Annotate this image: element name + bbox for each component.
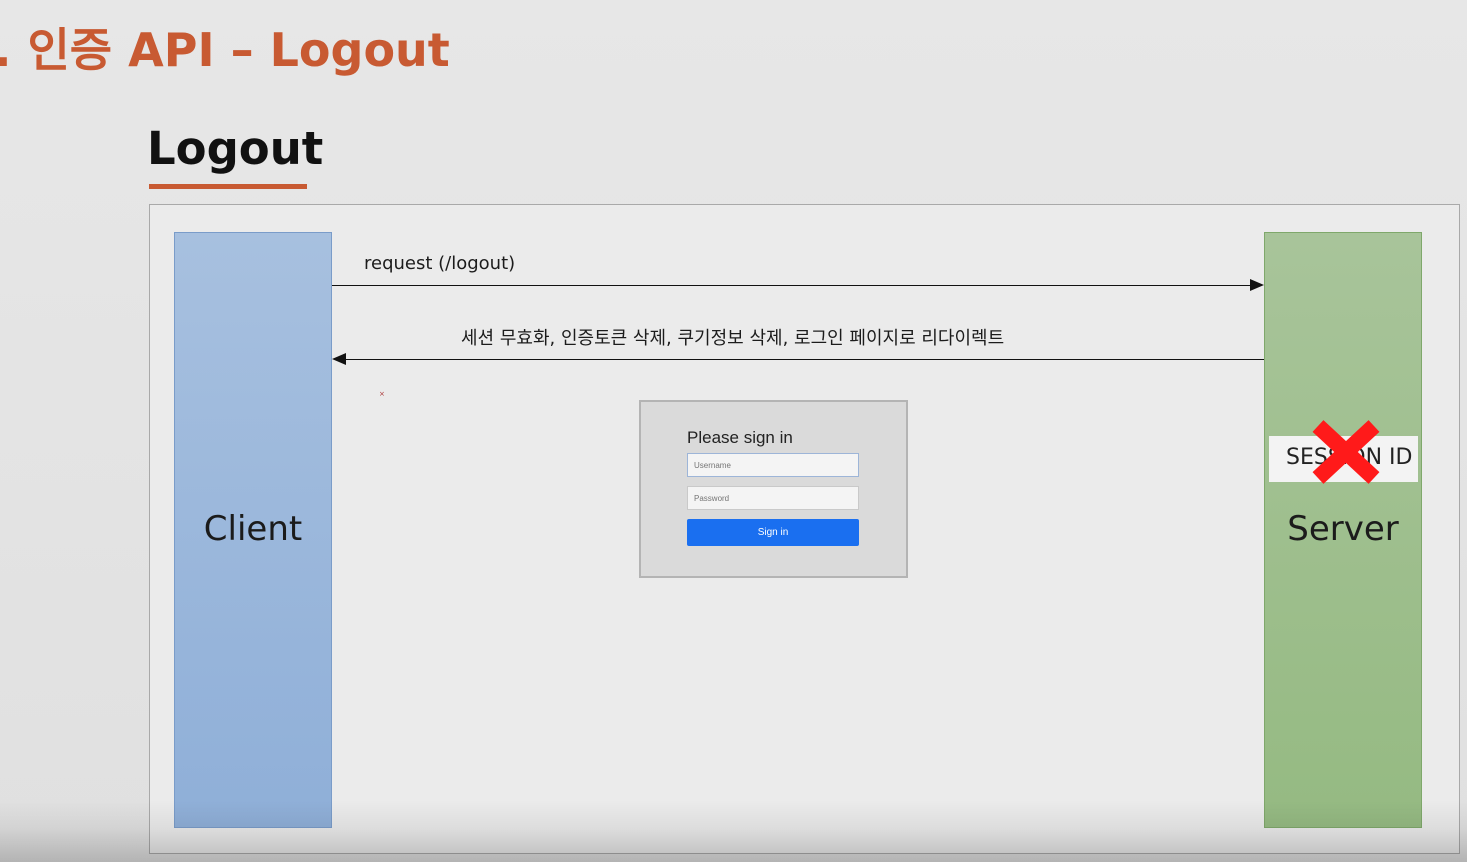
client-box: Client — [174, 232, 332, 828]
request-arrow-label: request (/logout) — [364, 253, 516, 274]
slide-title: . 인증 API – Logout — [0, 23, 450, 77]
server-label: Server — [1287, 509, 1399, 549]
request-arrow-line — [332, 285, 1252, 286]
response-arrow-head — [332, 353, 346, 365]
response-arrow-label: 세션 무효화, 인증토큰 삭제, 쿠기정보 삭제, 로그인 페이지로 리다이렉트 — [461, 328, 1005, 349]
password-input[interactable] — [687, 486, 859, 510]
response-arrow-line — [346, 359, 1264, 360]
client-label: Client — [203, 509, 303, 549]
small-mark-icon: × — [379, 390, 385, 398]
sign-in-button[interactable]: Sign in — [687, 519, 859, 546]
section-underline — [149, 184, 307, 189]
section-heading: Logout — [147, 122, 324, 175]
login-title: Please sign in — [687, 428, 793, 447]
red-x-icon — [1312, 420, 1380, 484]
request-arrow-head — [1250, 279, 1264, 291]
server-box: Server — [1264, 232, 1422, 828]
username-input[interactable] — [687, 453, 859, 477]
login-page-preview: Please sign in Sign in — [639, 400, 908, 578]
